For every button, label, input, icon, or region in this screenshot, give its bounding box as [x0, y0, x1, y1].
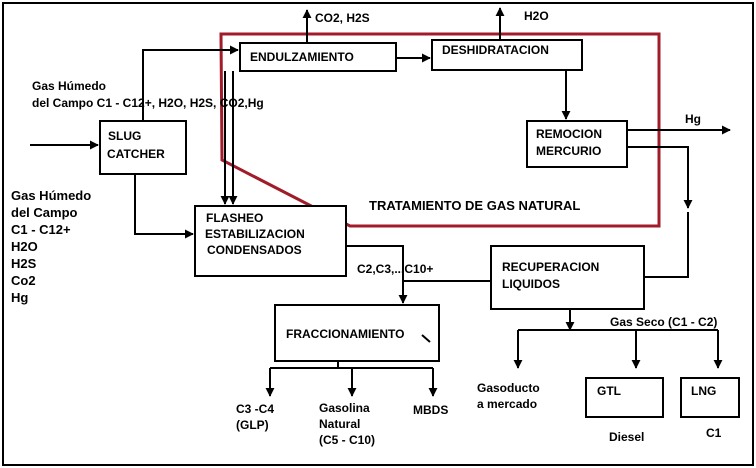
recuperacion-label-line1: RECUPERACION [502, 260, 599, 274]
svg-text:ENDULZAMIENTO: ENDULZAMIENTO [250, 50, 354, 64]
gasoducto-label-line2: a mercado [477, 397, 537, 411]
slug-catcher-box: SLUG CATCHER [99, 120, 187, 175]
flow-connectors [30, 7, 731, 397]
endulzamiento-box: ENDULZAMIENTO [239, 42, 397, 72]
c3-c4-label-line2: (GLP) [236, 418, 269, 432]
gasolina-label-line2: Natural [319, 417, 360, 431]
deshidratacion-label: DESHIDRATACION [442, 43, 549, 57]
feed-left-label-line5: H2S [11, 256, 37, 271]
c3-c4-label-line1: C3 -C4 [236, 402, 274, 416]
deshidratacion-box: DESHIDRATACION [431, 39, 583, 71]
gas-seco-label: Gas Seco (C1 - C2) [610, 315, 717, 329]
treatment-region-label: TRATAMIENTO DE GAS NATURAL [369, 198, 580, 213]
mbds-label: MBDS [413, 403, 448, 417]
svg-text:Gas Húmedo del Campo C1 -: Gas Húmedo del Campo C1 - C12+, H2O, H2S… [32, 79, 264, 110]
hg-label: Hg [685, 112, 701, 126]
lng-label: LNG [691, 384, 716, 398]
gasolina-label-line1: Gasolina [319, 401, 370, 415]
remocion-label-line2: MERCURIO [536, 144, 601, 158]
feed-top-label-line1: Gas Húmedo [32, 79, 106, 93]
treatment-region-outline [219, 32, 661, 228]
gasolina-label-line3: (C5 - C10) [319, 433, 375, 447]
flasheo-label-line2: ESTABILIZACION [205, 227, 305, 241]
c2-c10-label: C2,C3,...C10+ [357, 262, 433, 276]
feed-left-label-line2: del Campo [11, 205, 78, 220]
lng-box: LNG [680, 377, 740, 418]
feed-left-label-line1: Gas Húmedo [11, 188, 91, 203]
svg-text:C3 -C4 (GLP): C3 -C4 (GLP) [236, 402, 277, 432]
fraccionamiento-label: FRACCIONAMIENTO [286, 327, 404, 341]
svg-text:DESHIDRATACION: DESHIDRATACION [442, 43, 549, 57]
feed-left-label-line4: H2O [11, 239, 38, 254]
h2o-label: H2O [524, 9, 549, 23]
slug-catcher-label-line1: SLUG [108, 129, 141, 143]
endulzamiento-label: ENDULZAMIENTO [250, 50, 354, 64]
gtl-label: GTL [597, 384, 621, 398]
svg-text:Gas Húmedo del Campo C: Gas Húmedo del Campo C1 - C12+ H2O H2S C… [11, 188, 95, 305]
slug-catcher-label-line2: CATCHER [107, 147, 165, 161]
feed-top-label-line2: del Campo C1 - C12+, H2O, H2S, CO2,Hg [32, 96, 264, 110]
gasoducto-label-line1: Gasoducto [477, 381, 540, 395]
svg-text:FRACCIONAMIENTO: FRACCIONAMIENTO [286, 327, 404, 341]
flasheo-box: FLASHEO ESTABILIZACION CONDENSADOS [194, 205, 347, 277]
recuperacion-label-line2: LIQUIDOS [502, 277, 560, 291]
svg-text:LNG: LNG [691, 384, 716, 398]
c1-label: C1 [706, 426, 722, 440]
diesel-label: Diesel [609, 430, 644, 444]
remocion-label-line1: REMOCION [536, 127, 602, 141]
feed-left-label-line6: Co2 [11, 273, 36, 288]
remocion-mercurio-box: REMOCION MERCURIO [526, 120, 628, 168]
svg-text:GTL: GTL [597, 384, 621, 398]
flasheo-label-line3: CONDENSADOS [207, 243, 302, 257]
co2-h2s-label: CO2, H2S [315, 11, 370, 25]
feed-left-label-line3: C1 - C12+ [11, 222, 71, 237]
fraccionamiento-box: FRACCIONAMIENTO [274, 304, 440, 362]
gtl-box: GTL [585, 377, 664, 418]
feed-left-label-line7: Hg [11, 290, 28, 305]
svg-text:Gasolina Natural (C5 -: Gasolina Natural (C5 - C10) [319, 401, 375, 447]
svg-text:Gasoducto a mercado: Gasoducto a mercado [477, 381, 543, 411]
flasheo-label-line1: FLASHEO [206, 211, 263, 225]
recuperacion-liquidos-box: RECUPERACION LIQUIDOS [490, 245, 645, 310]
